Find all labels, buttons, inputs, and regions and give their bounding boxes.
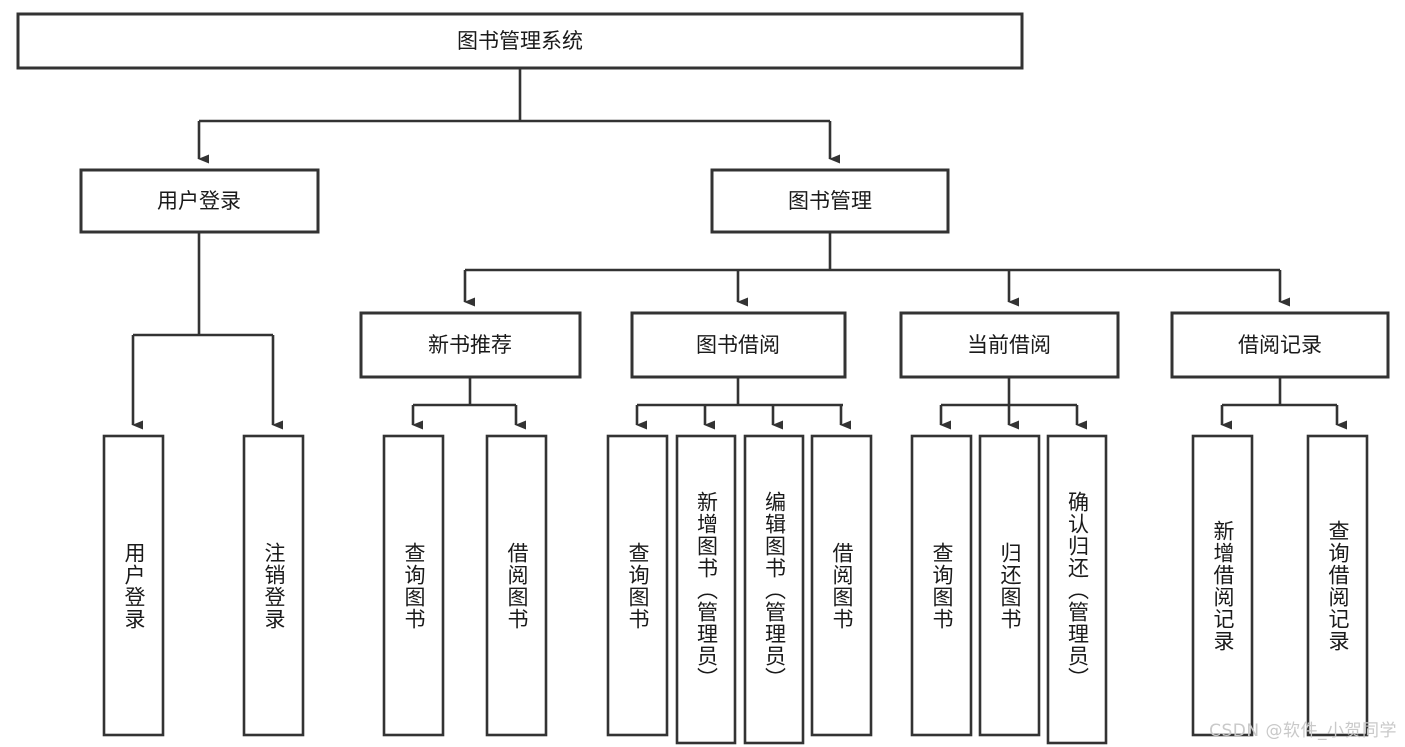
leaf-current-borrow-0[interactable]: 查询图书 xyxy=(912,436,971,735)
leaf-box-new-book-0[interactable] xyxy=(382,434,445,737)
node-book-borrow-label: 图书借阅 xyxy=(696,333,780,357)
node-new-book-recommend-label: 新书推荐 xyxy=(428,333,512,357)
leaf-box-layer xyxy=(102,434,1369,745)
node-current-borrow-box[interactable] xyxy=(899,311,1120,379)
leaf-book-borrow-1-label: 新增图书（管理员） xyxy=(694,490,719,689)
node-book-manage-label: 图书管理 xyxy=(788,189,872,213)
leaf-box-current-borrow-0[interactable] xyxy=(910,434,973,737)
leaf-user-login-0-label: 用户登录 xyxy=(122,541,146,630)
leaf-box-book-borrow-2[interactable] xyxy=(743,434,805,745)
leaf-box-current-borrow-1[interactable] xyxy=(978,434,1041,737)
leaf-book-borrow-1[interactable]: 新增图书（管理员） xyxy=(677,436,735,743)
leaf-current-borrow-2-label: 确认归还（管理员） xyxy=(1065,490,1090,689)
leaf-borrow-record-0[interactable]: 新增借阅记录 xyxy=(1193,436,1252,735)
leaf-box-borrow-record-1[interactable] xyxy=(1306,434,1369,737)
leaf-box-book-borrow-0[interactable] xyxy=(606,434,669,737)
leaf-box-book-borrow-3[interactable] xyxy=(810,434,873,737)
leaf-book-borrow-0-label: 查询图书 xyxy=(626,541,650,630)
node-current-borrow-label: 当前借阅 xyxy=(967,333,1051,357)
leaf-book-borrow-2-label: 编辑图书（管理员） xyxy=(762,490,787,689)
leaf-user-login-1[interactable]: 注销登录 xyxy=(244,436,303,735)
leaf-book-borrow-3[interactable]: 借阅图书 xyxy=(812,436,871,735)
node-new-book-recommend[interactable]: 新书推荐 xyxy=(359,311,582,379)
leaf-current-borrow-1-label: 归还图书 xyxy=(998,541,1022,630)
leaf-new-book-0-label: 查询图书 xyxy=(402,541,426,630)
node-book-borrow[interactable]: 图书借阅 xyxy=(630,311,847,379)
node-current-borrow[interactable]: 当前借阅 xyxy=(899,311,1120,379)
node-book-manage-box[interactable] xyxy=(710,168,950,234)
leaf-box-user-login-1[interactable] xyxy=(242,434,305,737)
leaf-book-borrow-0[interactable]: 查询图书 xyxy=(608,436,667,735)
node-new-book-recommend-box[interactable] xyxy=(359,311,582,379)
leaf-book-borrow-3-label: 借阅图书 xyxy=(830,541,854,630)
node-book-manage[interactable]: 图书管理 xyxy=(710,168,950,234)
leaf-box-new-book-1[interactable] xyxy=(485,434,548,737)
leaf-current-borrow-2[interactable]: 确认归还（管理员） xyxy=(1048,436,1106,743)
leaf-current-borrow-0-label: 查询图书 xyxy=(930,541,954,630)
leaf-box-borrow-record-0[interactable] xyxy=(1191,434,1254,737)
node-user-login[interactable]: 用户登录 xyxy=(79,168,320,234)
leaf-new-book-0[interactable]: 查询图书 xyxy=(384,436,443,735)
connector-layer xyxy=(131,68,1347,430)
node-root-box[interactable] xyxy=(16,12,1024,70)
csdn-watermark: CSDN @软件_小贺同学 xyxy=(1209,721,1397,741)
leaf-book-borrow-2[interactable]: 编辑图书（管理员） xyxy=(745,436,803,743)
node-book-borrow-box[interactable] xyxy=(630,311,847,379)
leaf-current-borrow-1[interactable]: 归还图书 xyxy=(980,436,1039,735)
node-borrow-record-box[interactable] xyxy=(1170,311,1390,379)
leaf-box-user-login-0[interactable] xyxy=(102,434,165,737)
node-borrow-record[interactable]: 借阅记录 xyxy=(1170,311,1390,379)
node-user-login-box[interactable] xyxy=(79,168,320,234)
leaf-user-login-0[interactable]: 用户登录 xyxy=(104,436,163,735)
node-root-label: 图书管理系统 xyxy=(457,29,583,53)
leaf-borrow-record-1[interactable]: 查询借阅记录 xyxy=(1308,436,1367,735)
leaf-box-book-borrow-1[interactable] xyxy=(675,434,737,745)
node-borrow-record-label: 借阅记录 xyxy=(1238,333,1322,357)
node-root[interactable]: 图书管理系统 xyxy=(16,12,1024,70)
leaf-new-book-1-label: 借阅图书 xyxy=(505,541,529,630)
leaf-new-book-1[interactable]: 借阅图书 xyxy=(487,436,546,735)
leaf-box-current-borrow-2[interactable] xyxy=(1046,434,1108,745)
leaf-borrow-record-0-label: 新增借阅记录 xyxy=(1211,519,1235,652)
node-user-login-label: 用户登录 xyxy=(157,189,241,213)
leaf-borrow-record-1-label: 查询借阅记录 xyxy=(1326,519,1350,652)
leaf-user-login-1-label: 注销登录 xyxy=(262,541,286,630)
